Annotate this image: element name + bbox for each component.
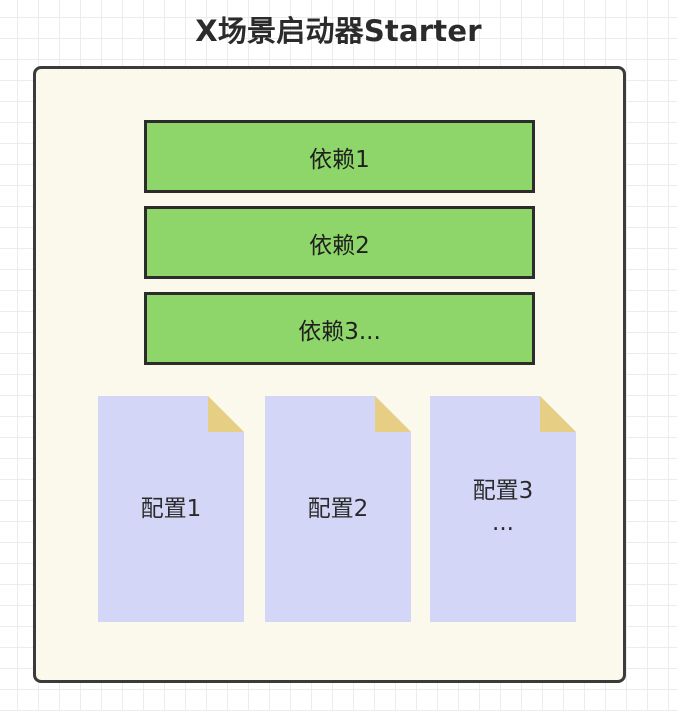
config-label-1: 配置1 [140,496,202,522]
dependency-box-1: 依赖1 [144,120,535,193]
dependency-label-1: 依赖1 [309,146,370,173]
diagram-title: X场景启动器Starter [195,14,482,48]
config-document-3: 配置3 ... [430,396,576,622]
starter-container: 依赖1 依赖2 依赖3... 配置1 配置2 配置3 ... [33,66,626,683]
config-label-3-ellipsis: ... [492,510,514,536]
dependency-box-3: 依赖3... [144,292,535,365]
document-icon [98,396,244,622]
config-label-3: 配置3 [472,478,534,504]
document-icon [265,396,411,622]
dependency-label-2: 依赖2 [309,232,370,259]
dependency-box-2: 依赖2 [144,206,535,279]
dependency-label-3: 依赖3... [298,318,381,345]
config-label-2: 配置2 [307,496,369,522]
document-icon [430,396,576,622]
config-document-1: 配置1 [98,396,244,622]
config-document-2: 配置2 [265,396,411,622]
